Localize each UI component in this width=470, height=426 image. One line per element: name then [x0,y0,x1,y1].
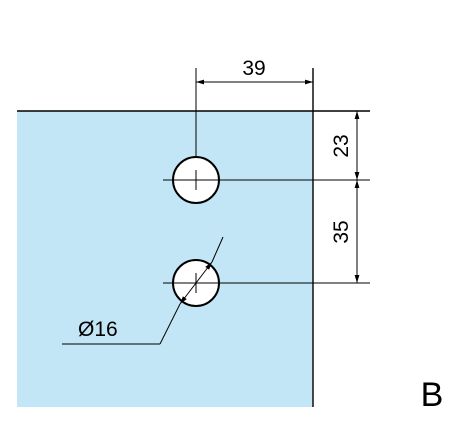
diameter-line [179,261,213,305]
diameter-leader [159,303,181,345]
dimension-label-diameter: Ø16 [78,318,118,341]
dimension-label-39: 39 [242,57,265,80]
dimension-label-35: 35 [330,220,353,243]
view-label: B [421,376,444,414]
diameter-extension-upper [211,236,224,263]
glass-panel [17,111,313,407]
dimension-label-23: 23 [330,134,353,157]
